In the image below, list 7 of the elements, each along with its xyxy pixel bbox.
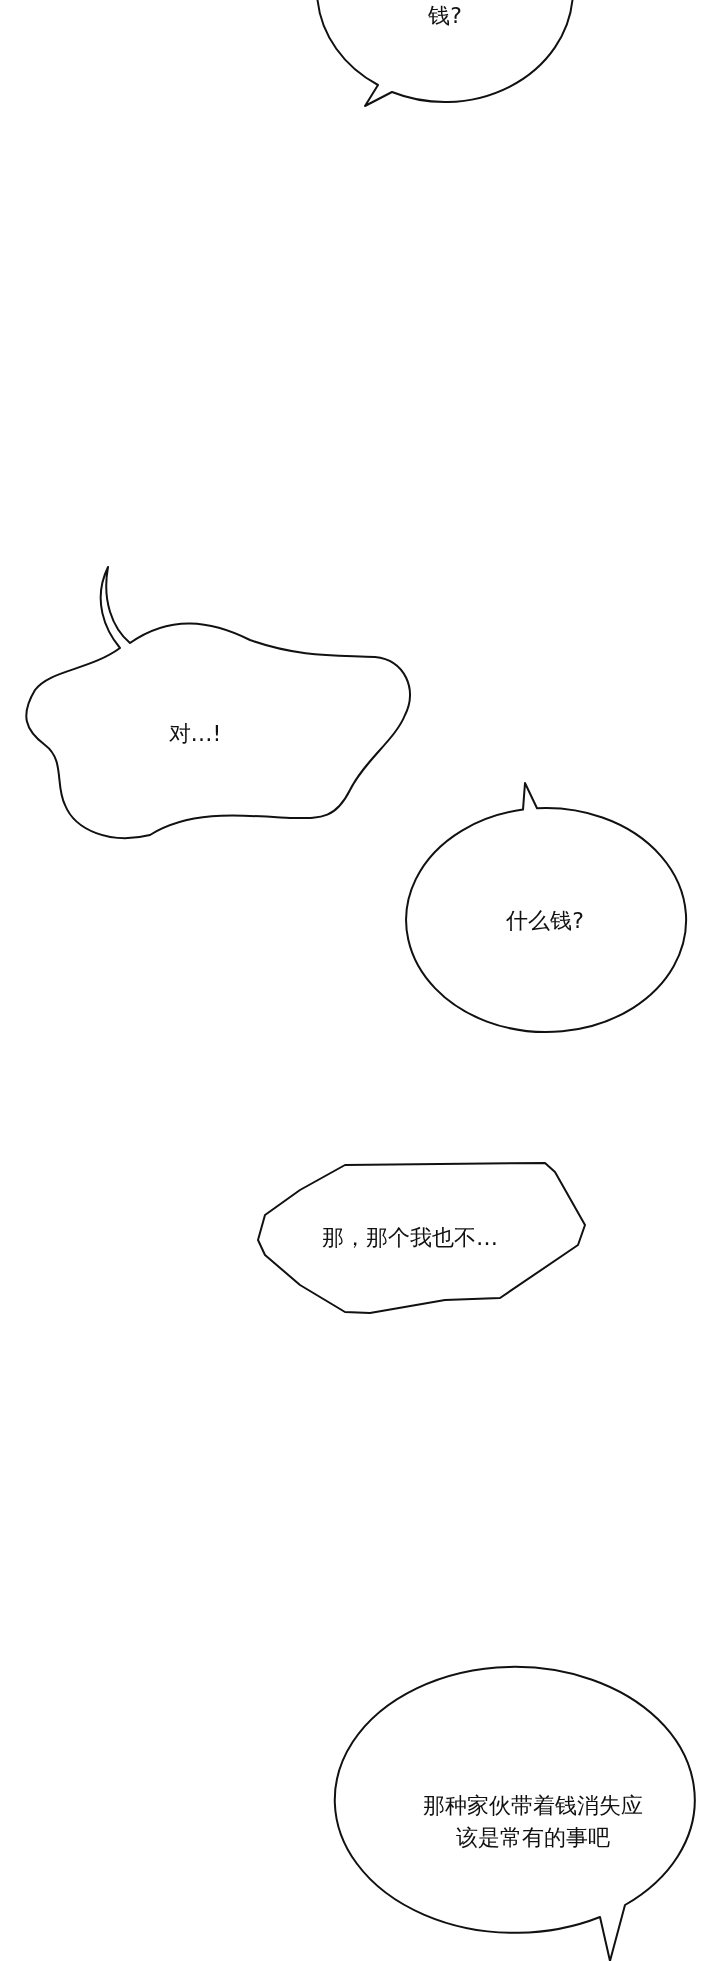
dialogue-text: 对…!: [167, 720, 223, 748]
speech-bubble: [255, 1160, 588, 1316]
dialogue-text: 什么钱?: [505, 907, 585, 935]
dialogue-text: 那，那个我也不…: [321, 1224, 499, 1252]
dialogue-text: 钱?: [427, 2, 463, 30]
dialogue-text: 那种家伙带着钱消失应该是常有的事吧: [422, 1792, 644, 1852]
speech-bubble: [332, 1665, 696, 1961]
